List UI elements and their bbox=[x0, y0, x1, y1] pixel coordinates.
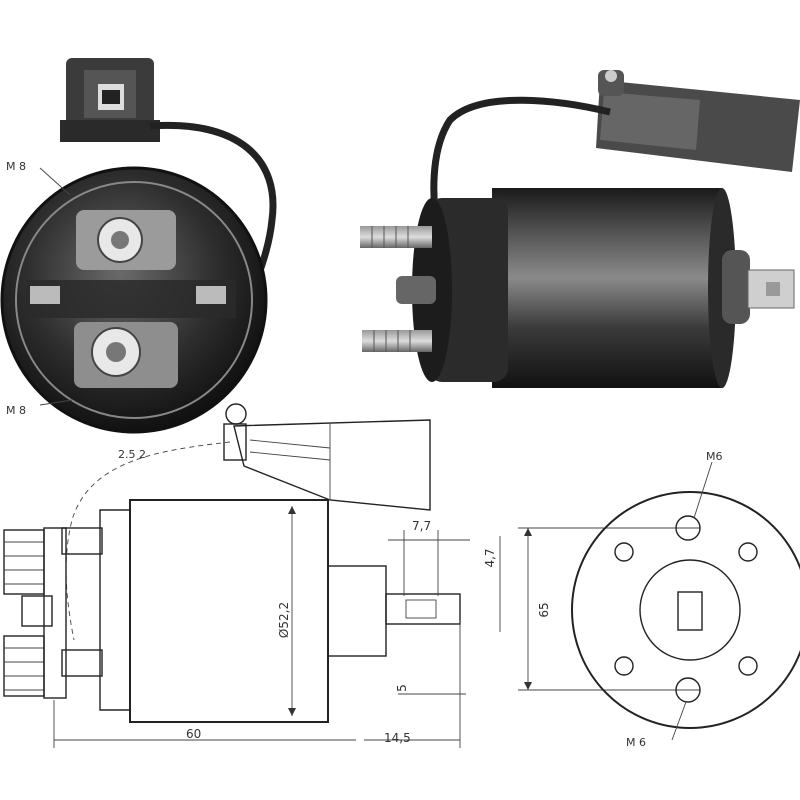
side-connector bbox=[596, 70, 800, 172]
dim-diameter: Ø52,2 bbox=[277, 602, 291, 638]
rear-label-bottom: M 8 bbox=[6, 404, 26, 417]
upper-stud bbox=[360, 226, 432, 248]
lower-stud bbox=[362, 330, 432, 352]
connector-plug bbox=[60, 58, 160, 142]
dim-shaft-width: 7,7 bbox=[412, 519, 431, 533]
rear-view-photo: M 8 M 8 bbox=[0, 58, 277, 434]
dim-flange-height: 65 bbox=[537, 602, 551, 617]
dim-shaft-height: 4,7 bbox=[483, 548, 497, 567]
end-label-bottom: M 6 bbox=[626, 736, 646, 749]
upper-terminal bbox=[76, 210, 176, 270]
lower-terminal bbox=[74, 322, 178, 388]
dim-length: 60 bbox=[186, 727, 201, 741]
wire-label: 2.5 2 bbox=[118, 448, 146, 461]
drawing-body bbox=[129, 499, 329, 723]
rear-label-top: M 8 bbox=[6, 160, 26, 173]
end-label-top: M6 bbox=[706, 450, 723, 463]
end-view-drawing: 65 M6 M 6 bbox=[518, 450, 800, 749]
side-drawing: 2.5 2 Ø52,2 60 14,5 7,7 bbox=[3, 403, 501, 748]
mount-holes bbox=[614, 515, 758, 703]
end-flange bbox=[571, 491, 800, 729]
dim-plunger: 14,5 bbox=[384, 731, 411, 745]
side-view-photo bbox=[360, 70, 800, 388]
dim-gap: 5 bbox=[395, 684, 409, 692]
solenoid-body bbox=[492, 188, 722, 388]
